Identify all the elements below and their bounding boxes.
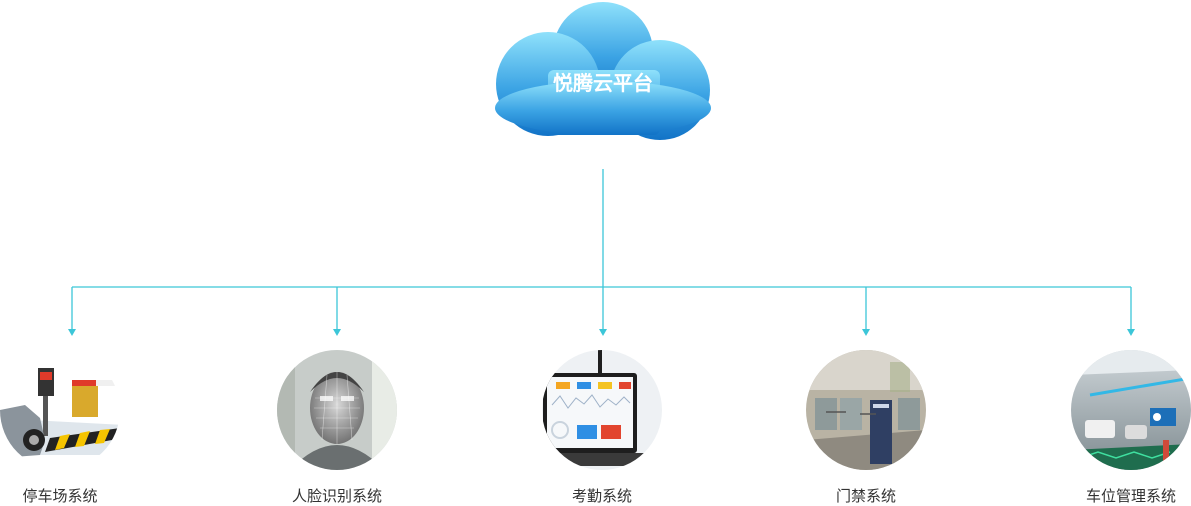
turnstile-gate-photo	[806, 350, 926, 470]
attendance-laptop-photo	[542, 350, 662, 470]
system-label-parking: 停车场系统	[22, 487, 98, 505]
arrow-down-icon	[862, 329, 870, 336]
arrow-down-icon	[333, 329, 341, 336]
system-label-parking-space: 车位管理系统	[1085, 487, 1176, 505]
cloud-platform: 悦腾云平台	[495, 2, 711, 140]
connector-lines	[71, 169, 1132, 330]
arrow-down-icon	[68, 329, 76, 336]
arrow-down-icon	[599, 329, 607, 336]
system-label-attendance: 考勤系统	[571, 487, 632, 505]
parking-garage-photo	[1071, 350, 1191, 470]
face-scan-photo	[277, 350, 397, 470]
arrow-down-icon	[1127, 329, 1135, 336]
system-label-access-control: 门禁系统	[835, 487, 896, 505]
parking-barrier-photo	[0, 350, 120, 470]
system-label-face-recognition: 人脸识别系统	[291, 487, 382, 505]
platform-title: 悦腾云平台	[553, 71, 653, 95]
connector-arrows	[68, 329, 1135, 336]
